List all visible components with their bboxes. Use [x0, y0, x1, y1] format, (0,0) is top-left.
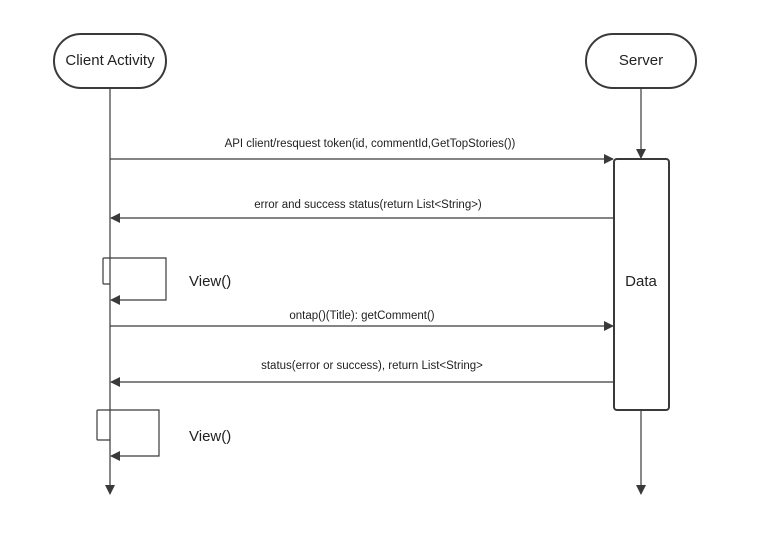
- self-call-view-2[interactable]: View(): [96, 409, 231, 461]
- message-ontap-get-comment[interactable]: ontap()(Title): getComment(): [110, 310, 614, 331]
- message-ontap-get-comment-label: ontap()(Title): getComment(): [289, 310, 434, 322]
- message-api-request-label: API client/resquest token(id, commentId,…: [225, 138, 516, 150]
- message-status-response-label: error and success status(return List<Str…: [254, 199, 482, 211]
- message-status-list-return-label: status(error or success), return List<St…: [261, 360, 483, 372]
- activation-data[interactable]: Data: [613, 158, 670, 411]
- participant-client-activity-label: Client Activity: [65, 52, 155, 69]
- participant-client-activity[interactable]: Client Activity: [53, 33, 167, 89]
- message-status-response[interactable]: error and success status(return List<Str…: [110, 199, 613, 223]
- self-call-view-2-arrow: [96, 409, 160, 461]
- message-api-request[interactable]: API client/resquest token(id, commentId,…: [110, 138, 614, 164]
- self-call-view-1-label: View(): [189, 273, 231, 290]
- participant-server-label: Server: [619, 52, 663, 69]
- self-call-view-1[interactable]: View(): [102, 257, 231, 305]
- participant-server[interactable]: Server: [585, 33, 697, 89]
- self-call-view-1-arrow: [102, 257, 167, 305]
- self-call-view-2-label: View(): [189, 428, 231, 445]
- message-status-list-return[interactable]: status(error or success), return List<St…: [110, 360, 613, 387]
- activation-data-box: [613, 158, 670, 411]
- activation-data-label: Data: [625, 273, 657, 290]
